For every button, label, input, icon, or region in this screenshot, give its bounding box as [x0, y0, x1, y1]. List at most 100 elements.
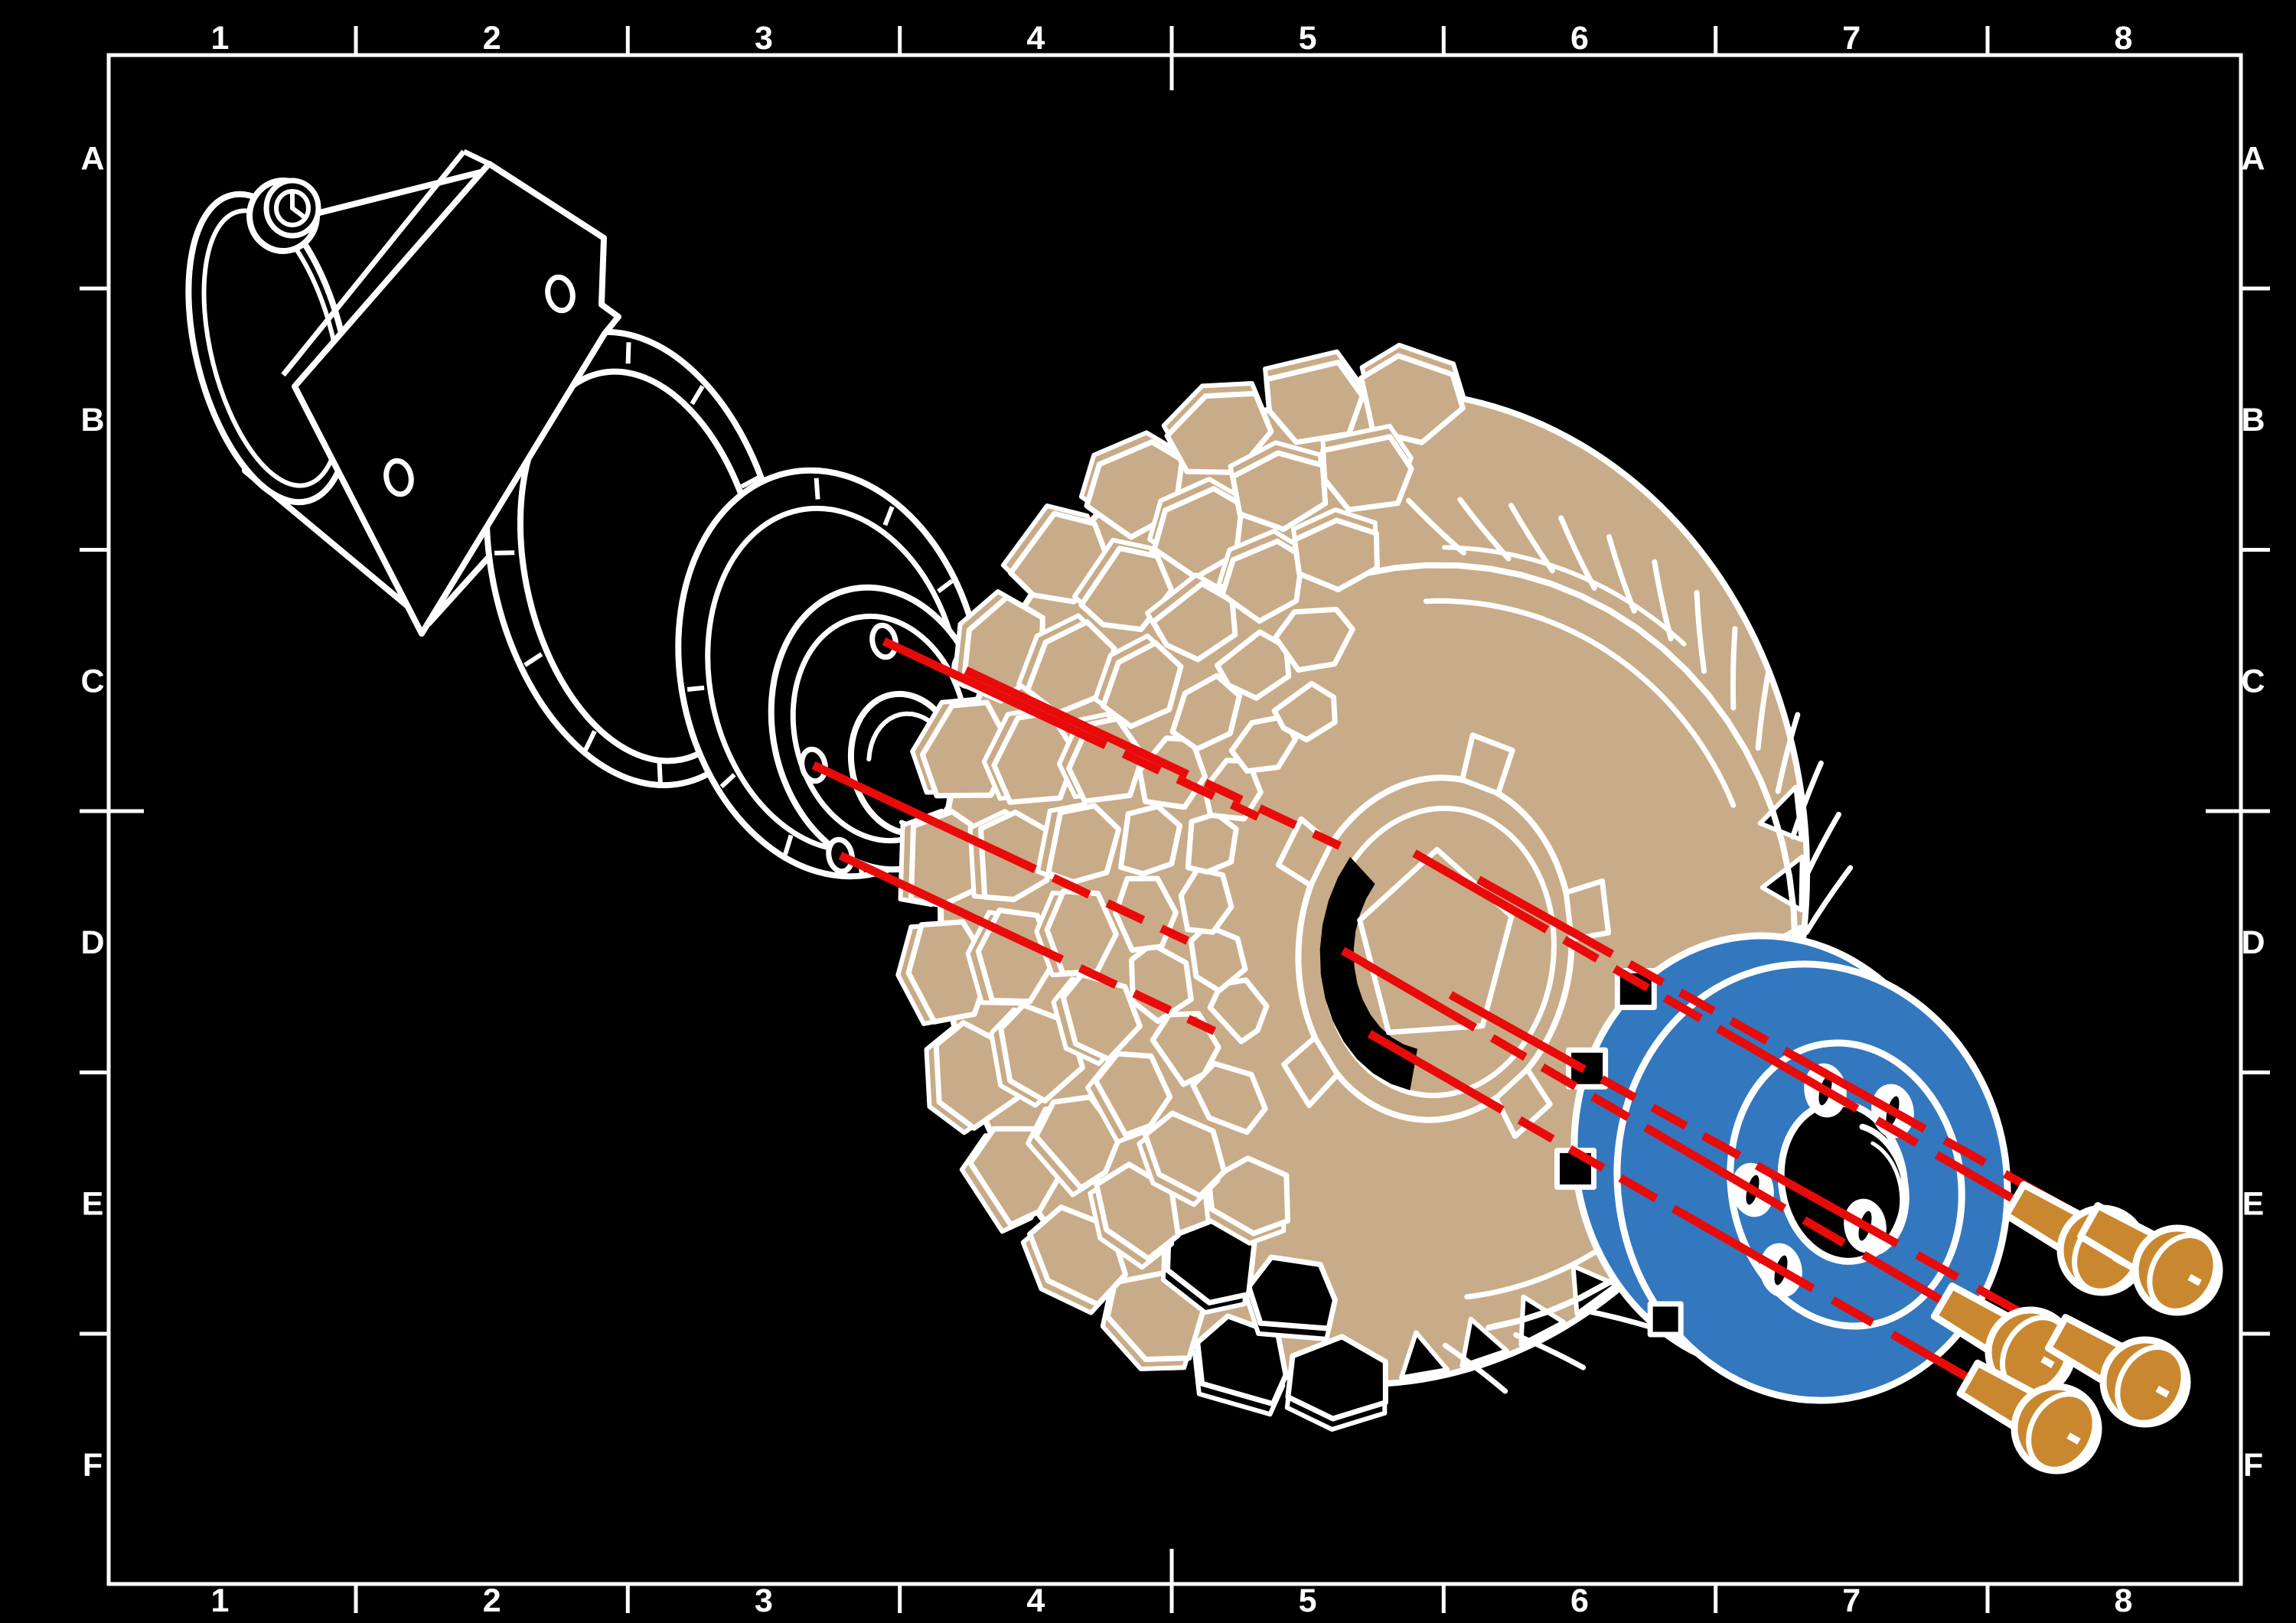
- shoulder-hook: [1406, 497, 1466, 556]
- zone-label-column-bottom: 1: [210, 1582, 229, 1619]
- tread-block: [1178, 866, 1234, 935]
- connector-key-mark: [290, 191, 307, 220]
- shoulder-hook: [1558, 515, 1597, 591]
- hub-bore-wall: [1859, 1123, 1910, 1254]
- drawing-frame: [106, 53, 2243, 1586]
- screw-head-face: [2026, 1391, 2098, 1472]
- hub-notch-front: [1647, 1301, 1684, 1338]
- bore-tab: [1459, 732, 1515, 797]
- zone-label-column-bottom: 7: [1842, 1582, 1861, 1619]
- bead-serration: [1459, 1316, 1509, 1369]
- explode-line-screw: [1412, 849, 2027, 1209]
- tread-block: [1190, 1061, 1268, 1136]
- bearing-tick: [625, 342, 631, 364]
- zone-label-row-left: B: [80, 402, 104, 438]
- zone-label-column-top: 3: [755, 20, 773, 57]
- tread-block: [1285, 1334, 1388, 1422]
- explode-line-motor: [964, 666, 1342, 850]
- tread-block: [1100, 640, 1184, 729]
- bearing-tick: [690, 385, 705, 406]
- zone-label-column-bottom: 5: [1299, 1582, 1317, 1619]
- shoulder-hook: [1457, 497, 1512, 562]
- part-hub-flange: [1554, 932, 2011, 1404]
- part-button-head-screw: [2077, 1202, 2223, 1316]
- screw-drive-slot: [2040, 1356, 2055, 1369]
- zone-label-row-left: A: [80, 140, 104, 177]
- bead-serration: [1399, 1330, 1450, 1380]
- tread-block: [1150, 1011, 1221, 1087]
- bearing-tick: [687, 685, 705, 692]
- zone-label-column-bottom: 8: [2115, 1582, 2133, 1619]
- tread-block: [1230, 450, 1329, 533]
- zone-label-column-top: 8: [2115, 20, 2133, 57]
- tread-block: [1164, 390, 1274, 475]
- screw-head-face: [2147, 1232, 2219, 1314]
- zone-label-column-bottom: 4: [1026, 1582, 1045, 1619]
- tread-block: [1320, 434, 1414, 513]
- tread-block: [1093, 1051, 1173, 1138]
- tread-block: [1271, 680, 1338, 743]
- bearing-tick: [740, 474, 761, 489]
- zone-label-column-top: 1: [210, 20, 229, 57]
- part-motor-gearbox-assembly: [185, 148, 993, 880]
- shoulder-hook: [1755, 666, 1772, 751]
- hub-bore-wall-2: [1870, 1141, 1904, 1244]
- shoulder-hook: [1508, 503, 1555, 574]
- zone-label-row-right: C: [2241, 663, 2265, 699]
- shoulder-hook: [1694, 590, 1707, 674]
- tread-block: [1292, 517, 1380, 592]
- sidewall-arc-shoulder: [1442, 545, 1687, 647]
- bearing-tick: [783, 834, 794, 855]
- explode-line-screw: [1448, 991, 2069, 1342]
- sidewall-arc-upper: [1423, 598, 1737, 808]
- zone-label-column-top: 7: [1842, 20, 1861, 57]
- shoulder-hook: [1803, 865, 1854, 935]
- shoulder-hook: [1513, 1332, 1587, 1370]
- tread-block: [1207, 977, 1270, 1045]
- tread-block: [1118, 803, 1182, 877]
- zone-label-row-left: F: [83, 1447, 103, 1484]
- tread-block: [1228, 714, 1299, 774]
- shoulder-hook: [1775, 712, 1801, 794]
- explode-alignment-lines: [811, 637, 2101, 1387]
- screw-drive-slot: [2187, 1273, 2202, 1286]
- plate-back-edge-2: [281, 149, 466, 377]
- hub-notch: [1566, 1047, 1609, 1090]
- screw-head-face: [2115, 1344, 2187, 1426]
- shoulder-hook: [1652, 559, 1674, 642]
- shoulder-hook: [1730, 626, 1738, 711]
- mounting-plate: [292, 161, 621, 637]
- zone-label-column-bottom: 2: [483, 1582, 501, 1619]
- part-button-head-screw: [1930, 1282, 2076, 1398]
- fastener-screws: [1930, 1181, 2223, 1475]
- bore-tab: [1281, 1035, 1341, 1109]
- tread-block: [1273, 606, 1355, 673]
- plate-bolt-hole-2: [383, 458, 414, 497]
- part-button-head-screw: [1956, 1359, 2102, 1475]
- zone-label-row-left: D: [80, 924, 104, 961]
- tread-block: [1215, 629, 1292, 701]
- zone-label-column-bottom: 3: [755, 1582, 773, 1619]
- explode-line-motor: [882, 637, 1261, 821]
- bearing-tick: [936, 578, 954, 594]
- tread-block: [1185, 811, 1239, 875]
- screw-drive-slot: [2066, 1432, 2081, 1445]
- tread-block: [1246, 1254, 1338, 1331]
- bearing-tick: [583, 730, 597, 751]
- shoulder-hook: [1799, 811, 1841, 887]
- zone-label-row-right: B: [2241, 402, 2265, 438]
- zone-label-row-left: E: [82, 1185, 104, 1222]
- explode-line-screw: [1340, 947, 1955, 1311]
- explode-line-motor: [838, 852, 1217, 1035]
- explode-line-screw: [1476, 875, 2101, 1230]
- tread-block: [1150, 581, 1238, 663]
- motor-end-cap-rim: [201, 208, 344, 488]
- bearing-tick: [523, 652, 543, 667]
- zone-label-column-top: 2: [483, 20, 501, 57]
- bearing-tick: [814, 477, 820, 500]
- zone-label-row-right: F: [2243, 1447, 2263, 1484]
- shoulder-hook: [1606, 534, 1637, 614]
- tread-block: [1143, 1110, 1228, 1199]
